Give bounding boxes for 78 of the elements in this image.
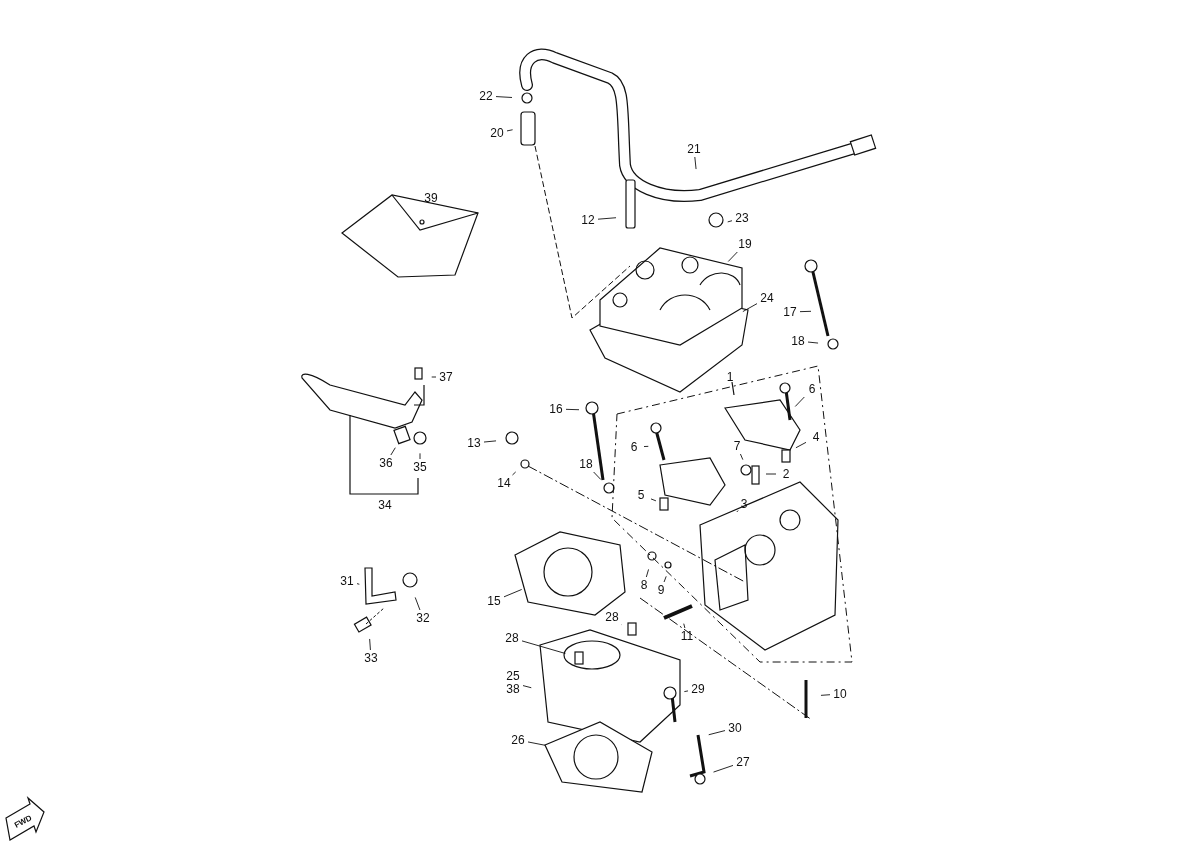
callout-number: 7 [733,439,741,453]
callout-number: 11 [680,629,694,643]
callout-number: 26 [511,733,525,747]
leader-line [694,156,697,170]
callout-number: 21 [687,142,701,156]
callout-number: 36 [379,456,393,470]
leader-line [765,473,777,475]
callout-number: 28 [605,610,619,624]
leader-line [419,452,421,460]
leader-line [794,396,805,407]
leader-line [807,341,819,344]
callout-number: 8 [640,578,648,592]
callout-number: 1 [726,370,734,384]
callout-number: 18 [791,334,805,348]
leader-line [512,471,517,476]
leader-line [727,220,733,223]
leader-line [522,685,532,689]
direction-label: FWD [12,813,34,830]
callout-number: 24 [760,291,774,305]
leader-line [713,764,734,773]
leader-line [650,498,657,502]
callout-number: 13 [467,436,481,450]
callout-number: 37 [439,370,453,384]
leader-line [820,694,831,696]
callout-number: 12 [581,213,595,227]
leader-line [495,96,513,98]
callout-number: 10 [833,687,847,701]
callout-number: 34 [378,498,392,512]
leader-line [506,129,514,132]
leader-line [663,575,667,583]
callout-number: 15 [487,594,501,608]
leader-line [390,447,396,456]
callout-number: 23 [735,211,749,225]
leader-line [414,596,421,611]
leader-line [683,690,689,693]
callout-number: 17 [783,305,797,319]
callout-number: 27 [736,755,750,769]
callout-number: 30 [728,721,742,735]
callout-number: 18 [579,457,593,471]
callout-number: 4 [812,430,820,444]
callout-number: 20 [490,126,504,140]
callout-number: 19 [738,237,752,251]
callout-number: 5 [637,488,645,502]
leader-line [643,445,649,447]
leader-line [799,310,812,313]
callout-number: 22 [479,89,493,103]
leader-line [708,730,726,736]
leader-line [483,440,497,443]
leader-line [795,441,807,449]
leader-line [739,453,744,461]
leader-line [683,623,686,629]
leader-line [645,568,649,578]
callout-number: 6 [630,440,638,454]
callout-number: 25 38 [506,670,520,696]
callout-number: 6 [808,382,816,396]
leader-line [565,408,580,411]
leader-line [503,589,523,598]
callout-number: 29 [691,682,705,696]
callout-number: 9 [657,583,665,597]
leader-line [521,640,566,654]
leader-line [593,471,602,480]
callout-number: 28 [505,631,519,645]
leader-line [736,510,739,513]
leader-line [431,376,437,378]
callout-number: 14 [497,476,511,490]
callout-number: 2 [782,467,790,481]
callout-number: 39 [424,191,438,205]
leader-line [597,217,617,220]
callout-number: 35 [413,460,427,474]
callout-number: 16 [549,402,563,416]
leader-line [356,583,360,585]
leader-line [527,741,546,746]
callout-number: 31 [340,574,354,588]
callout-number: 32 [416,611,430,625]
leader-line [727,251,738,262]
leader-line [742,303,758,313]
leader-line [369,638,371,651]
callout-number: 33 [364,651,378,665]
